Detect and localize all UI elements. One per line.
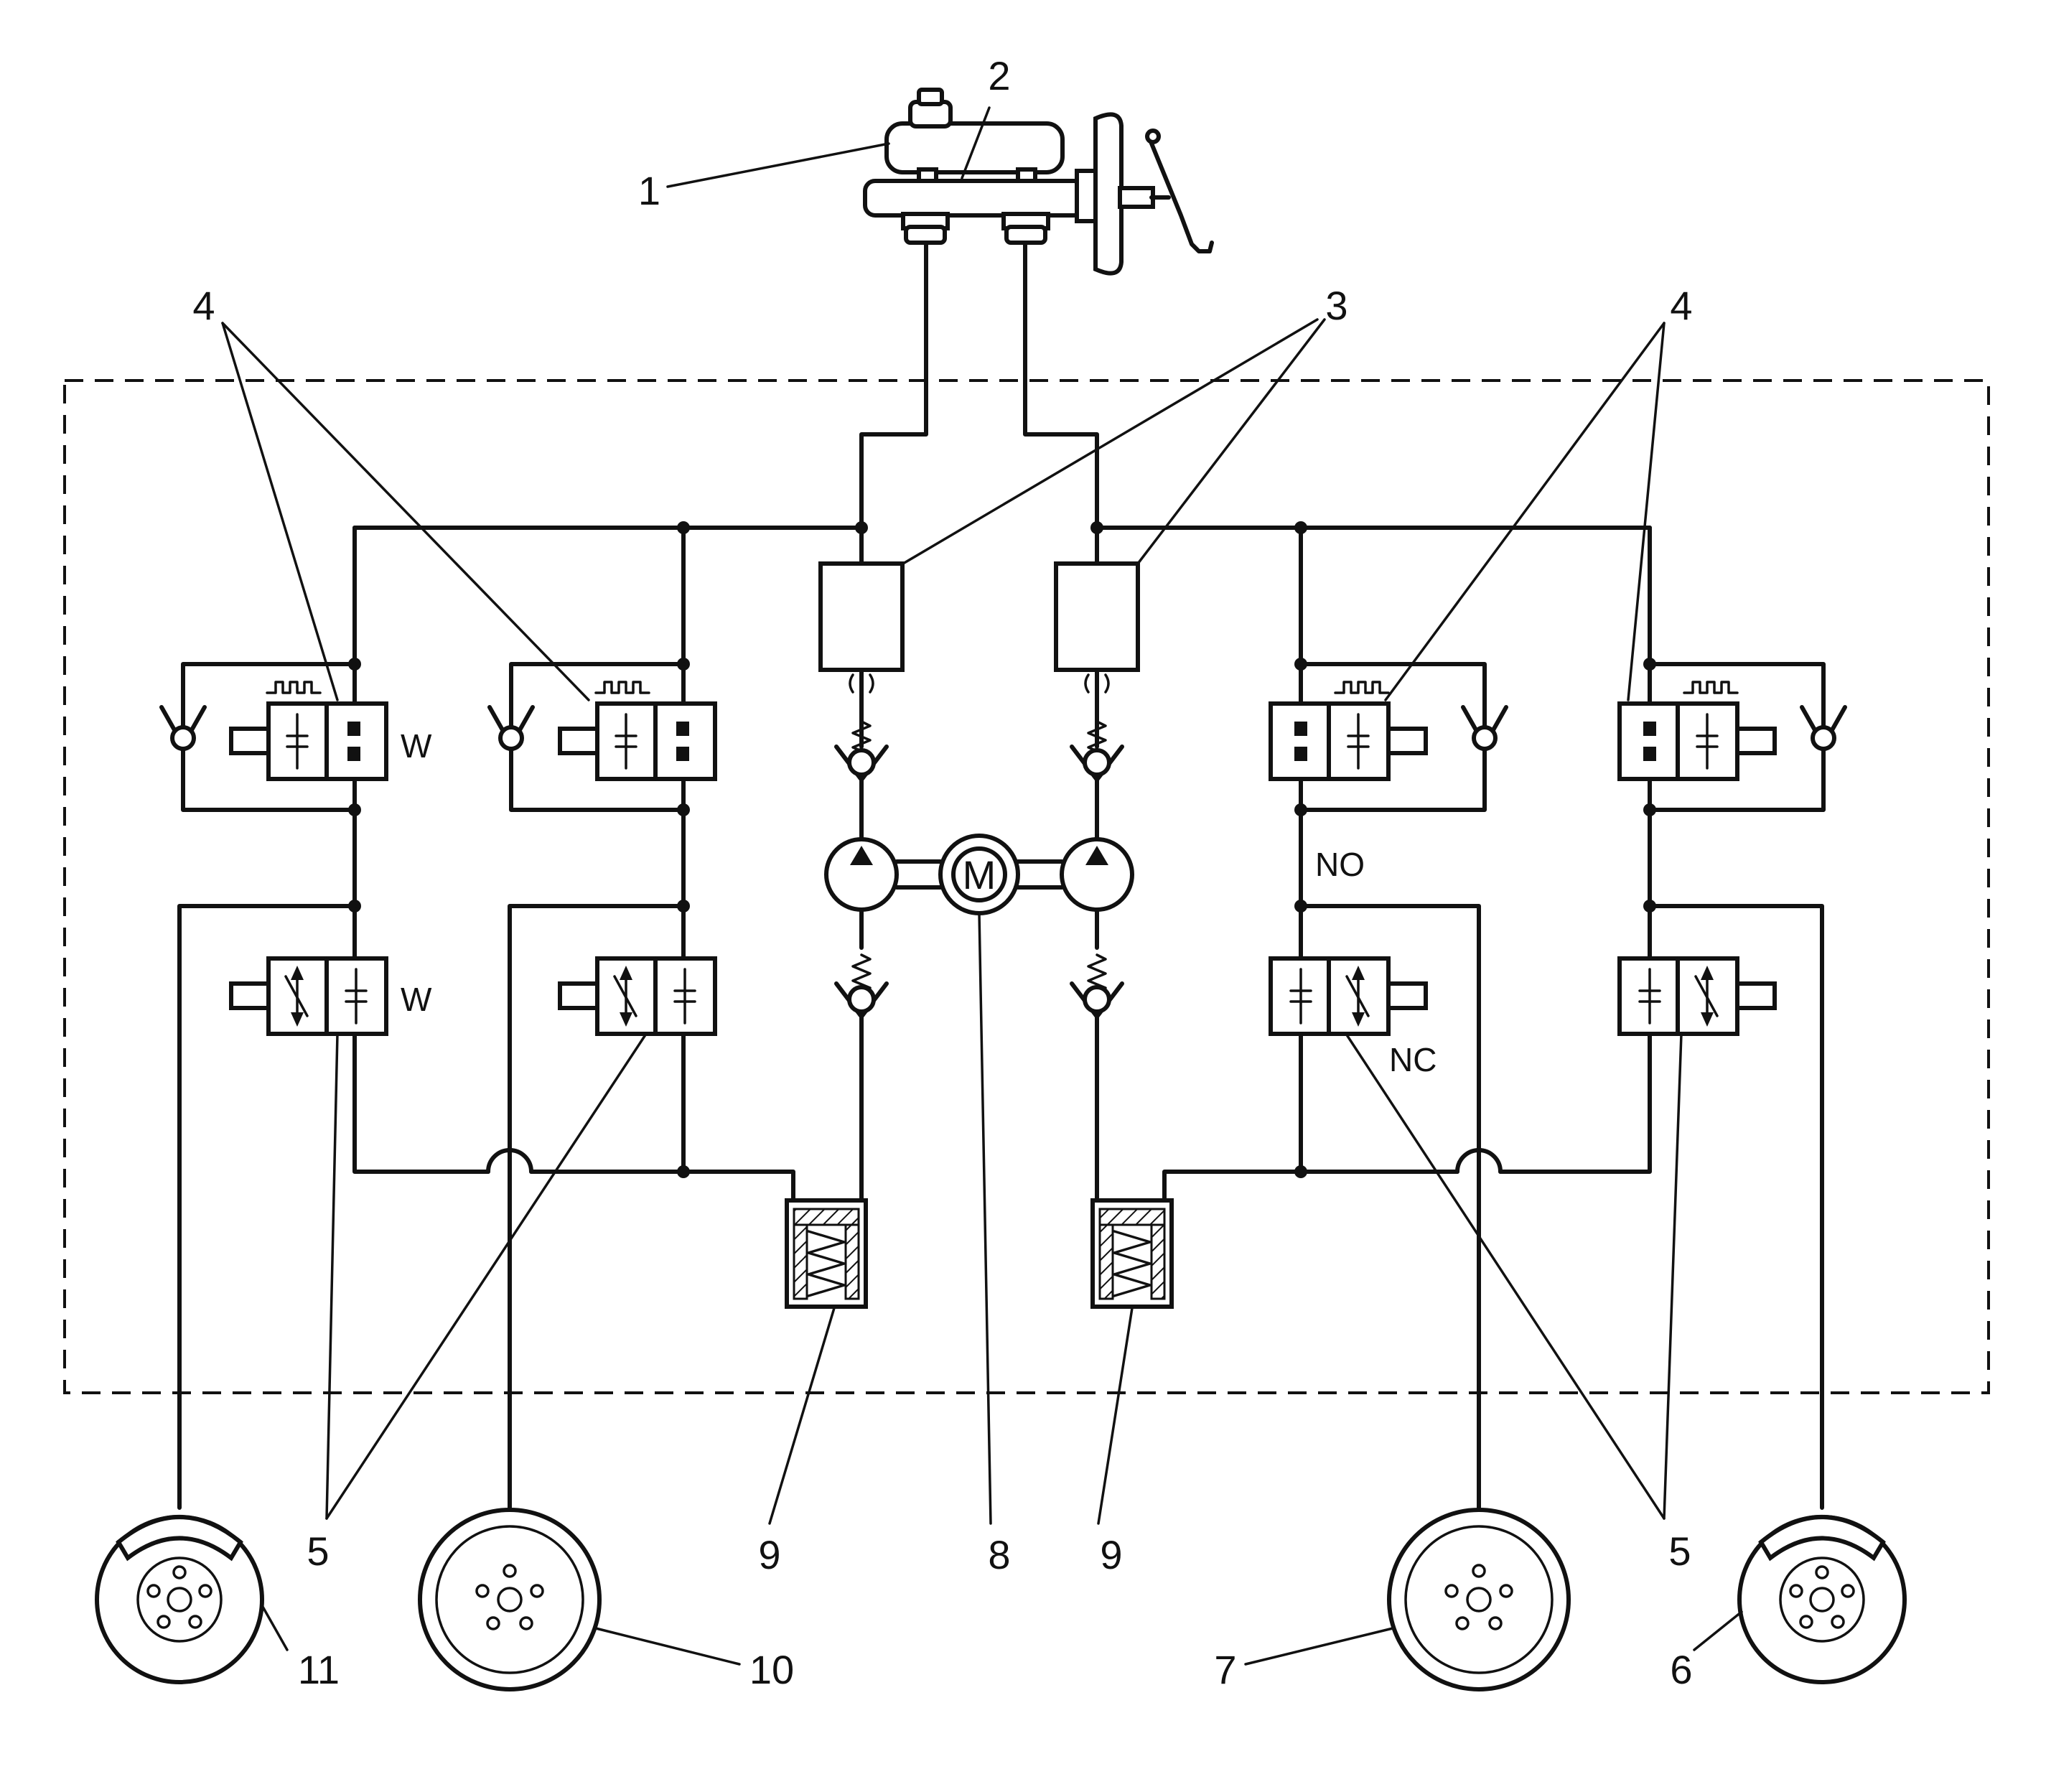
- callout-10: 10: [749, 1647, 794, 1692]
- pump-motor: M: [894, 834, 1064, 915]
- leader-lines: [221, 106, 1743, 1666]
- accumulator-left: [785, 1198, 868, 1309]
- callout-8: 8: [988, 1532, 1010, 1577]
- inlet-valve-lf: [159, 662, 388, 812]
- outlet-valve-rf: [1617, 956, 1777, 1036]
- accumulator-right: [1090, 1198, 1174, 1309]
- outlet-valve-lf: [229, 956, 388, 1036]
- outlet-valve-lr: [558, 956, 717, 1036]
- mark-w-outlet: W: [401, 981, 432, 1018]
- master-cylinder-assembly: [863, 88, 1214, 276]
- callout-labels: 1 2 3 4 4 5 5 9 8 9 11 10 7 6: [192, 53, 1692, 1692]
- outlet-valve-rr: [1269, 956, 1428, 1036]
- callout-7: 7: [1214, 1647, 1236, 1692]
- callout-2: 2: [988, 53, 1010, 98]
- callout-5-right: 5: [1668, 1529, 1691, 1574]
- mark-normally-open: NO: [1315, 846, 1365, 883]
- wheel-brake-lines: [177, 904, 1824, 1510]
- callout-6: 6: [1670, 1647, 1692, 1692]
- inlet-valve-rr: [1269, 662, 1508, 812]
- inlet-valve-lr: [487, 662, 717, 812]
- mark-w-inlet: W: [401, 727, 432, 765]
- master-cylinder-outlet-lines: [859, 241, 1099, 530]
- damper-right: [1054, 561, 1140, 749]
- callout-11: 11: [298, 1647, 340, 1692]
- callout-5-left: 5: [307, 1529, 329, 1574]
- master-cylinder: [863, 179, 1086, 245]
- valve-marks: W W NO NC: [401, 727, 1437, 1078]
- modulator-boundary: [63, 379, 1990, 1394]
- brake-pedal: [1145, 129, 1214, 253]
- motor-letter: M: [963, 852, 996, 897]
- mark-normally-closed: NC: [1389, 1041, 1437, 1078]
- wheel-brake-right-front: [1737, 1515, 1907, 1684]
- pump-circuit-left: [824, 673, 899, 1203]
- callout-9-right: 9: [1100, 1532, 1122, 1577]
- callout-9-left: 9: [758, 1532, 780, 1577]
- inlet-valve-rf: [1617, 662, 1847, 812]
- callout-4-right: 4: [1670, 283, 1692, 328]
- damper-left: [818, 561, 905, 749]
- brake-booster: [1075, 112, 1155, 276]
- callout-3: 3: [1325, 283, 1347, 328]
- callout-1: 1: [638, 168, 660, 213]
- wheel-brake-left-rear: [418, 1508, 602, 1691]
- return-lines: [352, 992, 1652, 1203]
- callout-4-left: 4: [192, 283, 215, 328]
- wheel-brake-right-rear: [1387, 1508, 1571, 1691]
- wheel-brake-left-front: [95, 1515, 264, 1684]
- pump-circuit-right: [1060, 673, 1134, 1203]
- brake-fluid-reservoir: [884, 88, 1065, 186]
